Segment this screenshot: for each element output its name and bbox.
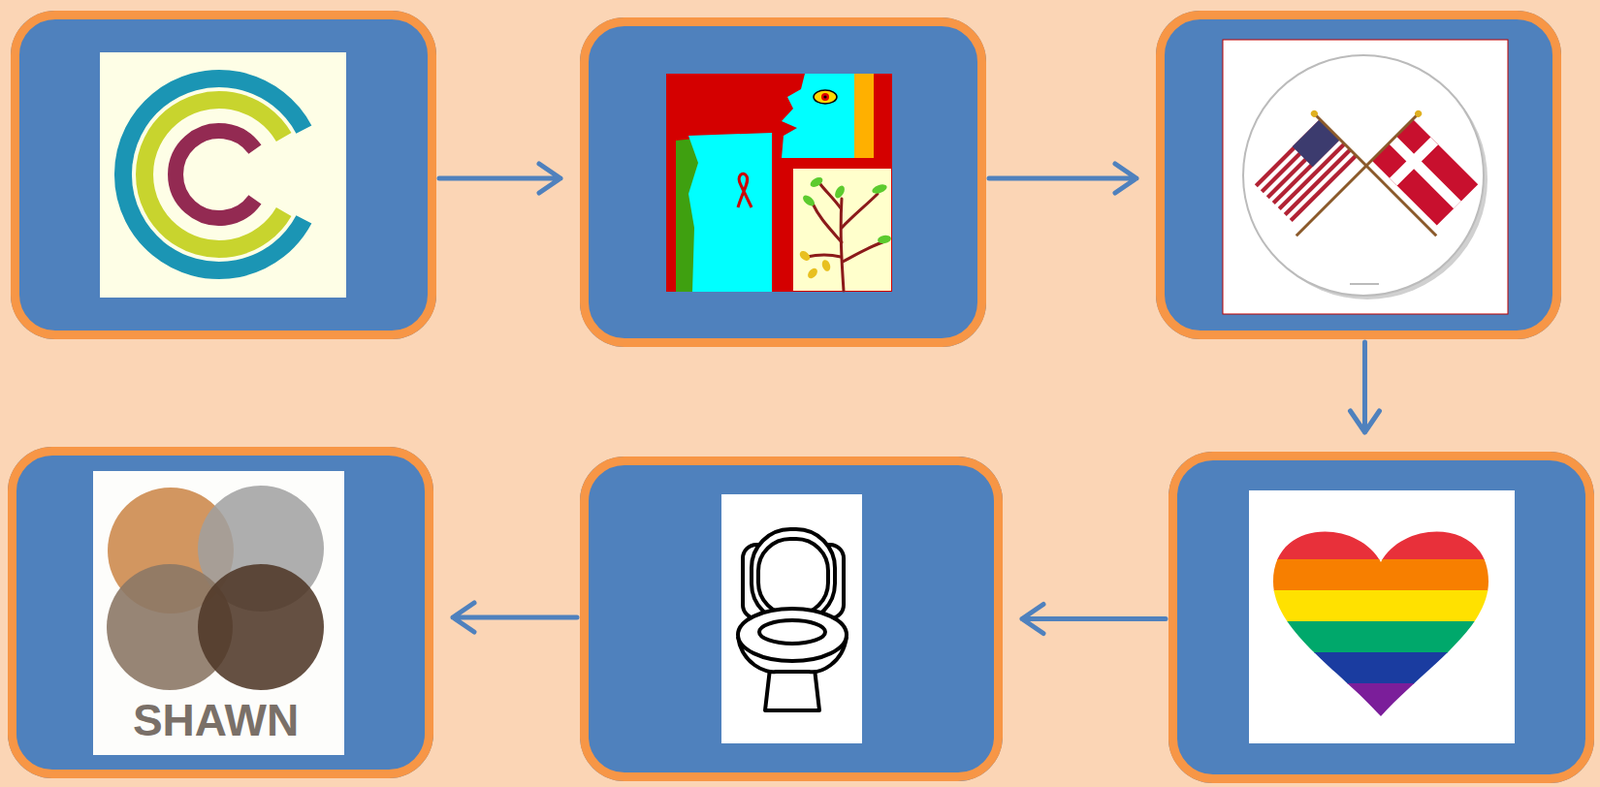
icon-panel [666,73,893,292]
pupil-dot [823,95,827,98]
orange-block [852,73,874,159]
image-box [579,456,1003,782]
box-fill [579,456,1003,782]
flag-cross [1388,135,1462,209]
teal-ring [123,78,304,271]
logo-circle [197,564,324,691]
pole-finial [1309,108,1319,119]
leaf [808,175,825,190]
c-logo [99,52,347,298]
text-holder: SHAWN [16,693,416,748]
image-box [579,17,987,348]
body-shape [688,132,772,292]
flag-pole [1296,115,1417,236]
box-fills [7,10,1595,784]
shawn-logo [93,471,345,756]
stripe [1260,652,1504,685]
toilet-base [765,669,820,711]
tree-panel [793,168,892,291]
box-fill [10,10,437,340]
leaf [832,184,847,200]
tree-branches [806,184,883,291]
box-fill [1155,10,1562,340]
leaves [800,175,893,245]
maroon-ring [175,130,256,219]
leaf [820,258,832,273]
image-box [1155,10,1562,340]
collage-art [666,73,893,292]
flow-arrow [439,163,561,193]
logo-text: SHAWN [132,693,299,748]
icon-panel [721,494,863,744]
yellow-leaves [798,249,832,281]
branch [806,255,841,257]
flag-canton [1292,119,1341,167]
pole-finial [1413,108,1424,119]
icon-panel [99,52,347,298]
flag-field [1254,119,1358,223]
ribbon [737,173,752,208]
leaf [870,183,889,196]
lid-inner [758,539,829,615]
toilet-lines [737,529,847,711]
flow-arrow [452,603,577,633]
flow-arrow [989,163,1137,193]
stripe [1260,523,1504,561]
lime-ring [144,99,285,250]
stripe [1260,590,1504,623]
flag-stripes [1254,119,1358,223]
branch [812,203,842,243]
leaf [800,192,817,208]
image-box [1168,451,1595,784]
flow-arrow [1350,342,1380,433]
box-fill [1168,451,1595,784]
branch [842,242,883,262]
image-box: SHAWN [7,447,434,779]
sticker-circle [1243,55,1484,296]
image-box [10,10,437,340]
leaf [798,249,812,263]
sticker-mark [1349,283,1379,286]
stripe [1260,621,1504,654]
seat-hole [759,620,826,644]
flow-arrow [1022,605,1166,635]
eye [813,90,837,104]
trunk [840,198,844,291]
pupil [821,93,830,101]
heart-stripes [1260,523,1504,723]
box-fill [579,17,987,348]
stripe [1289,154,1358,223]
leaf [805,266,820,281]
rainbow-heart [1248,490,1515,744]
face-profile [781,73,855,159]
icon-panel [1222,39,1508,315]
crossed-flags [1222,39,1508,315]
danish-flag [1293,108,1486,301]
icon-panel [93,471,345,756]
stripe [1260,683,1504,723]
branch [841,193,878,228]
icon-panel [1248,490,1515,744]
flag-field [1372,119,1479,226]
stripe [1260,559,1504,592]
box-fill [7,447,434,779]
leaf [876,234,892,245]
toilet-icon [721,494,863,744]
toilet-seat [737,608,847,662]
